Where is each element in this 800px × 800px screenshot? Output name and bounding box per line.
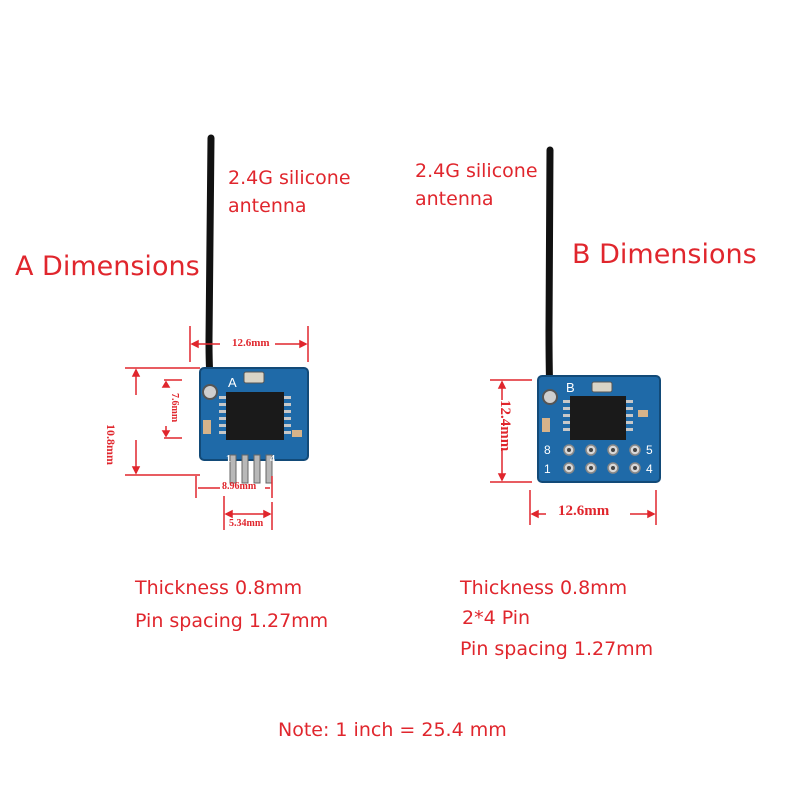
module-a-chip [226,392,284,440]
module-a-dim-pin-span: 5.34mm [229,518,264,529]
module-a-dim-pin-width: 8.96mm [222,481,257,492]
module-b-pins: 2*4 Pin [462,607,531,629]
module-b-pin-5: 5 [646,443,653,457]
module-a-board-image: 1 4 A [125,134,309,530]
module-a-thickness: Thickness 0.8mm [135,577,303,599]
module-b-dim-height: 12.4mm [497,400,513,452]
module-b-chip [570,396,626,440]
module-a-dim-height: 10.8mm [104,424,118,465]
module-a-board-letter: A [228,375,237,390]
module-b-dim-width: 12.6mm [558,503,610,519]
module-b-title: B Dimensions [572,239,757,270]
module-a-antenna-label-line1: 2.4G silicone [228,167,351,189]
module-b-board-image: 8 5 1 4 B [490,146,661,525]
module-a-pin-1: 1 [226,454,231,465]
module-b-pin-spacing: Pin spacing 1.27mm [460,638,654,660]
module-a-dim-chip-height: 7.6mm [169,393,180,423]
module-a-title: A Dimensions [15,251,200,282]
module-b-antenna-wire [545,146,554,402]
module-b-pin-4: 4 [646,462,653,476]
module-a-antenna-wire [205,134,216,399]
module-b-pin-1: 1 [544,462,551,476]
module-a-antenna-label-line2: antenna [228,195,307,217]
conversion-note: Note: 1 inch = 25.4 mm [278,719,507,741]
module-a-pin-4: 4 [270,454,275,465]
module-a-dim-width: 12.6mm [232,337,270,349]
module-b-pin-8: 8 [544,443,551,457]
module-b-thickness: Thickness 0.8mm [460,577,628,599]
module-b-antenna-label-line2: antenna [415,188,494,210]
module-b-antenna-label-line1: 2.4G silicone [415,160,538,182]
module-b-board-letter: B [566,380,575,395]
module-a-pin-spacing: Pin spacing 1.27mm [135,610,329,632]
